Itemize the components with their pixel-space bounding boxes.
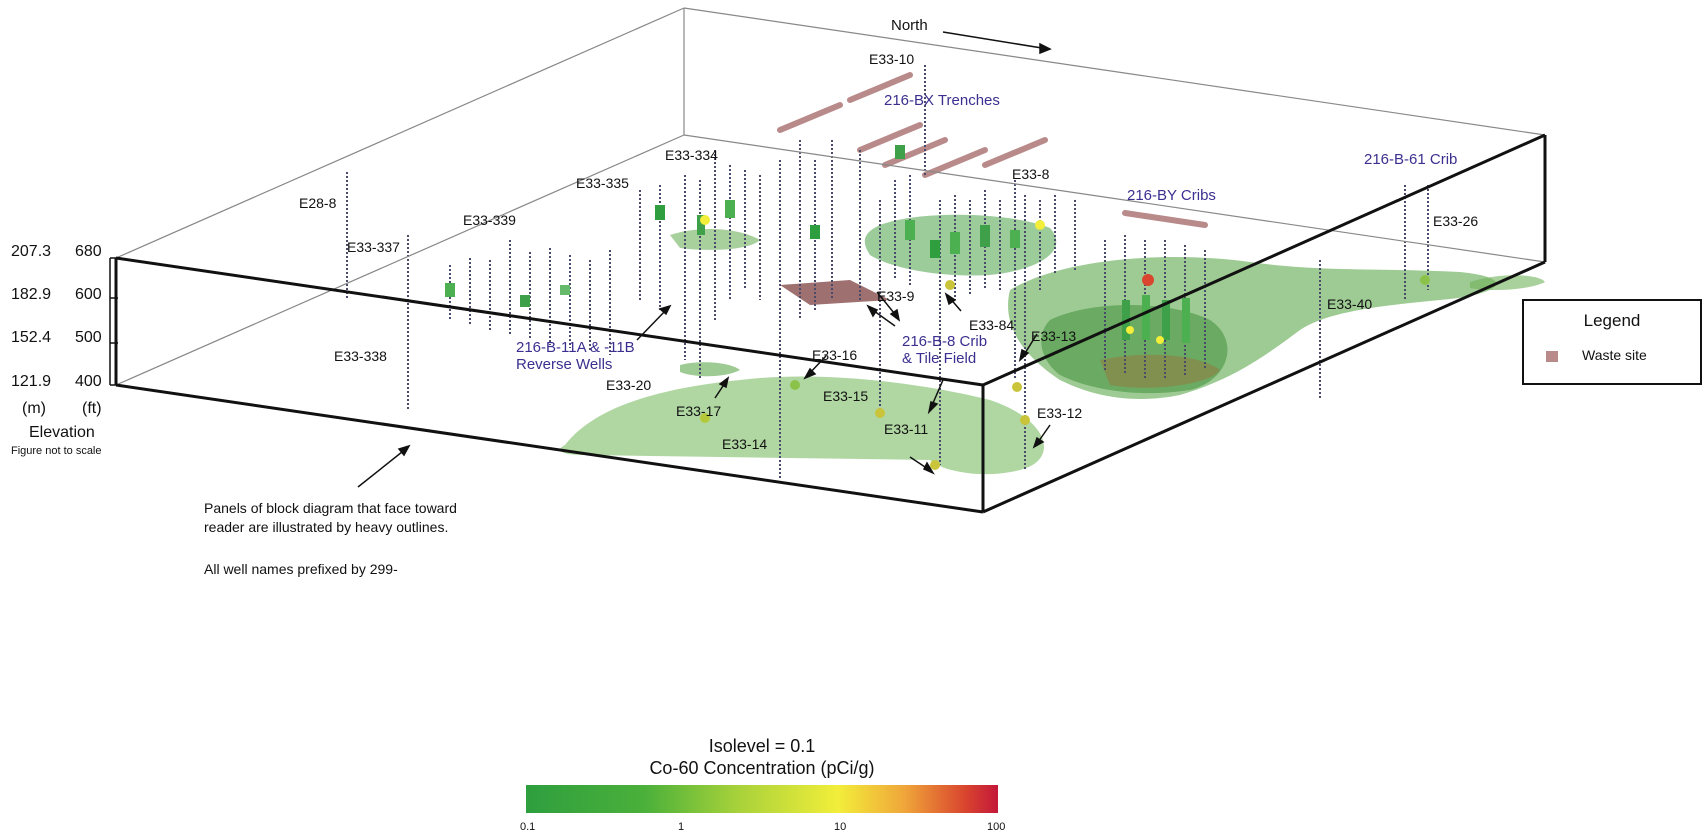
panel-note-line1: Panels of block diagram that face toward (204, 500, 457, 516)
well-label-e33-26: E33-26 (1433, 213, 1479, 229)
colorbar-tick-3: 100 (987, 821, 1006, 833)
elev-ft-0: 680 (75, 243, 102, 260)
site-label-b11-reverse-wells: 216-B-11A & -11B Reverse Wells (516, 339, 635, 374)
well-label-e33-13: E33-13 (1031, 328, 1077, 344)
well-label-e33-9: E33-9 (877, 288, 915, 304)
elev-unit-ft: (ft) (82, 400, 102, 417)
legend-item-waste-site: Waste site (1582, 347, 1647, 363)
well-label-e33-10: E33-10 (869, 51, 915, 67)
well-label-e33-338: E33-338 (334, 348, 387, 364)
panel-note: Panels of block diagram that face toward… (204, 499, 457, 537)
elevation-axis (109, 257, 118, 386)
colorbar-tick-1: 1 (678, 821, 685, 833)
well-label-e33-15: E33-15 (823, 388, 869, 404)
site-label-by-cribs: 216-BY Cribs (1127, 187, 1216, 204)
well-label-e33-14: E33-14 (722, 436, 768, 452)
site-label-b8-line1: 216-B-8 Crib (902, 333, 988, 350)
north-label: North (891, 17, 928, 34)
elev-title: Elevation (29, 424, 95, 441)
well-label-e33-17: E33-17 (676, 403, 722, 419)
well-samples (445, 145, 1430, 470)
elev-m-3: 121.9 (11, 373, 52, 390)
panel-note-line2: reader are illustrated by heavy outlines… (204, 518, 449, 535)
well-label-e33-334: E33-334 (665, 147, 718, 163)
well-label-e33-20: E33-20 (606, 377, 652, 393)
elev-ft-3: 400 (75, 373, 102, 390)
site-label-b8-line2: & Tile Field (902, 350, 977, 368)
site-label-b61-crib: 216-B-61 Crib (1364, 151, 1458, 168)
colorbar-tick-0: 0.1 (520, 821, 536, 833)
elev-m-2: 152.4 (11, 329, 52, 346)
colorbar-title: Isolevel = 0.1 Co-60 Concentration (pCi/… (526, 736, 998, 779)
pointer-arrows (357, 31, 1052, 488)
colorbar-title-line2: Co-60 Concentration (pCi/g) (649, 757, 875, 778)
colorbar (526, 785, 998, 813)
well-label-e33-12: E33-12 (1037, 405, 1083, 421)
well-label-e33-11: E33-11 (884, 421, 929, 437)
elev-unit-m: (m) (22, 400, 46, 417)
legend-box: Legend Waste site (1522, 299, 1702, 385)
well-label-e28-8: E28-8 (299, 195, 337, 211)
box-back-edges (115, 7, 1546, 386)
well-label-e33-339: E33-339 (463, 212, 516, 228)
well-label-e33-8: E33-8 (1012, 166, 1050, 182)
well-label-e33-335: E33-335 (576, 175, 629, 191)
well-label-e33-84: E33-84 (969, 317, 1015, 333)
elev-ft-1: 600 (75, 286, 102, 303)
site-label-b11-line1: 216-B-11A & -11B (516, 339, 635, 356)
site-label-b11-line2: Reverse Wells (516, 356, 613, 374)
scale-note: Figure not to scale (11, 445, 102, 457)
well-label-e33-16: E33-16 (812, 347, 858, 363)
elev-ft-2: 500 (75, 329, 102, 346)
prefix-note: All well names prefixed by 299- (204, 561, 398, 577)
waste-sites (777, 72, 1208, 305)
site-label-bx-trenches: 216-BX Trenches (884, 92, 1000, 109)
colorbar-tick-2: 10 (834, 821, 847, 833)
elev-m-1: 182.9 (11, 286, 52, 303)
well-label-e33-40: E33-40 (1327, 296, 1373, 312)
legend-title: Legend (1583, 311, 1641, 330)
elev-m-0: 207.3 (11, 243, 52, 260)
well-label-e33-337: E33-337 (347, 239, 400, 255)
box-front-edges (114, 133, 1547, 514)
legend-swatch-waste-site (1546, 351, 1558, 362)
colorbar-title-line1: Isolevel = 0.1 (708, 736, 816, 756)
site-label-b8-crib: 216-B-8 Crib & Tile Field (902, 333, 987, 368)
